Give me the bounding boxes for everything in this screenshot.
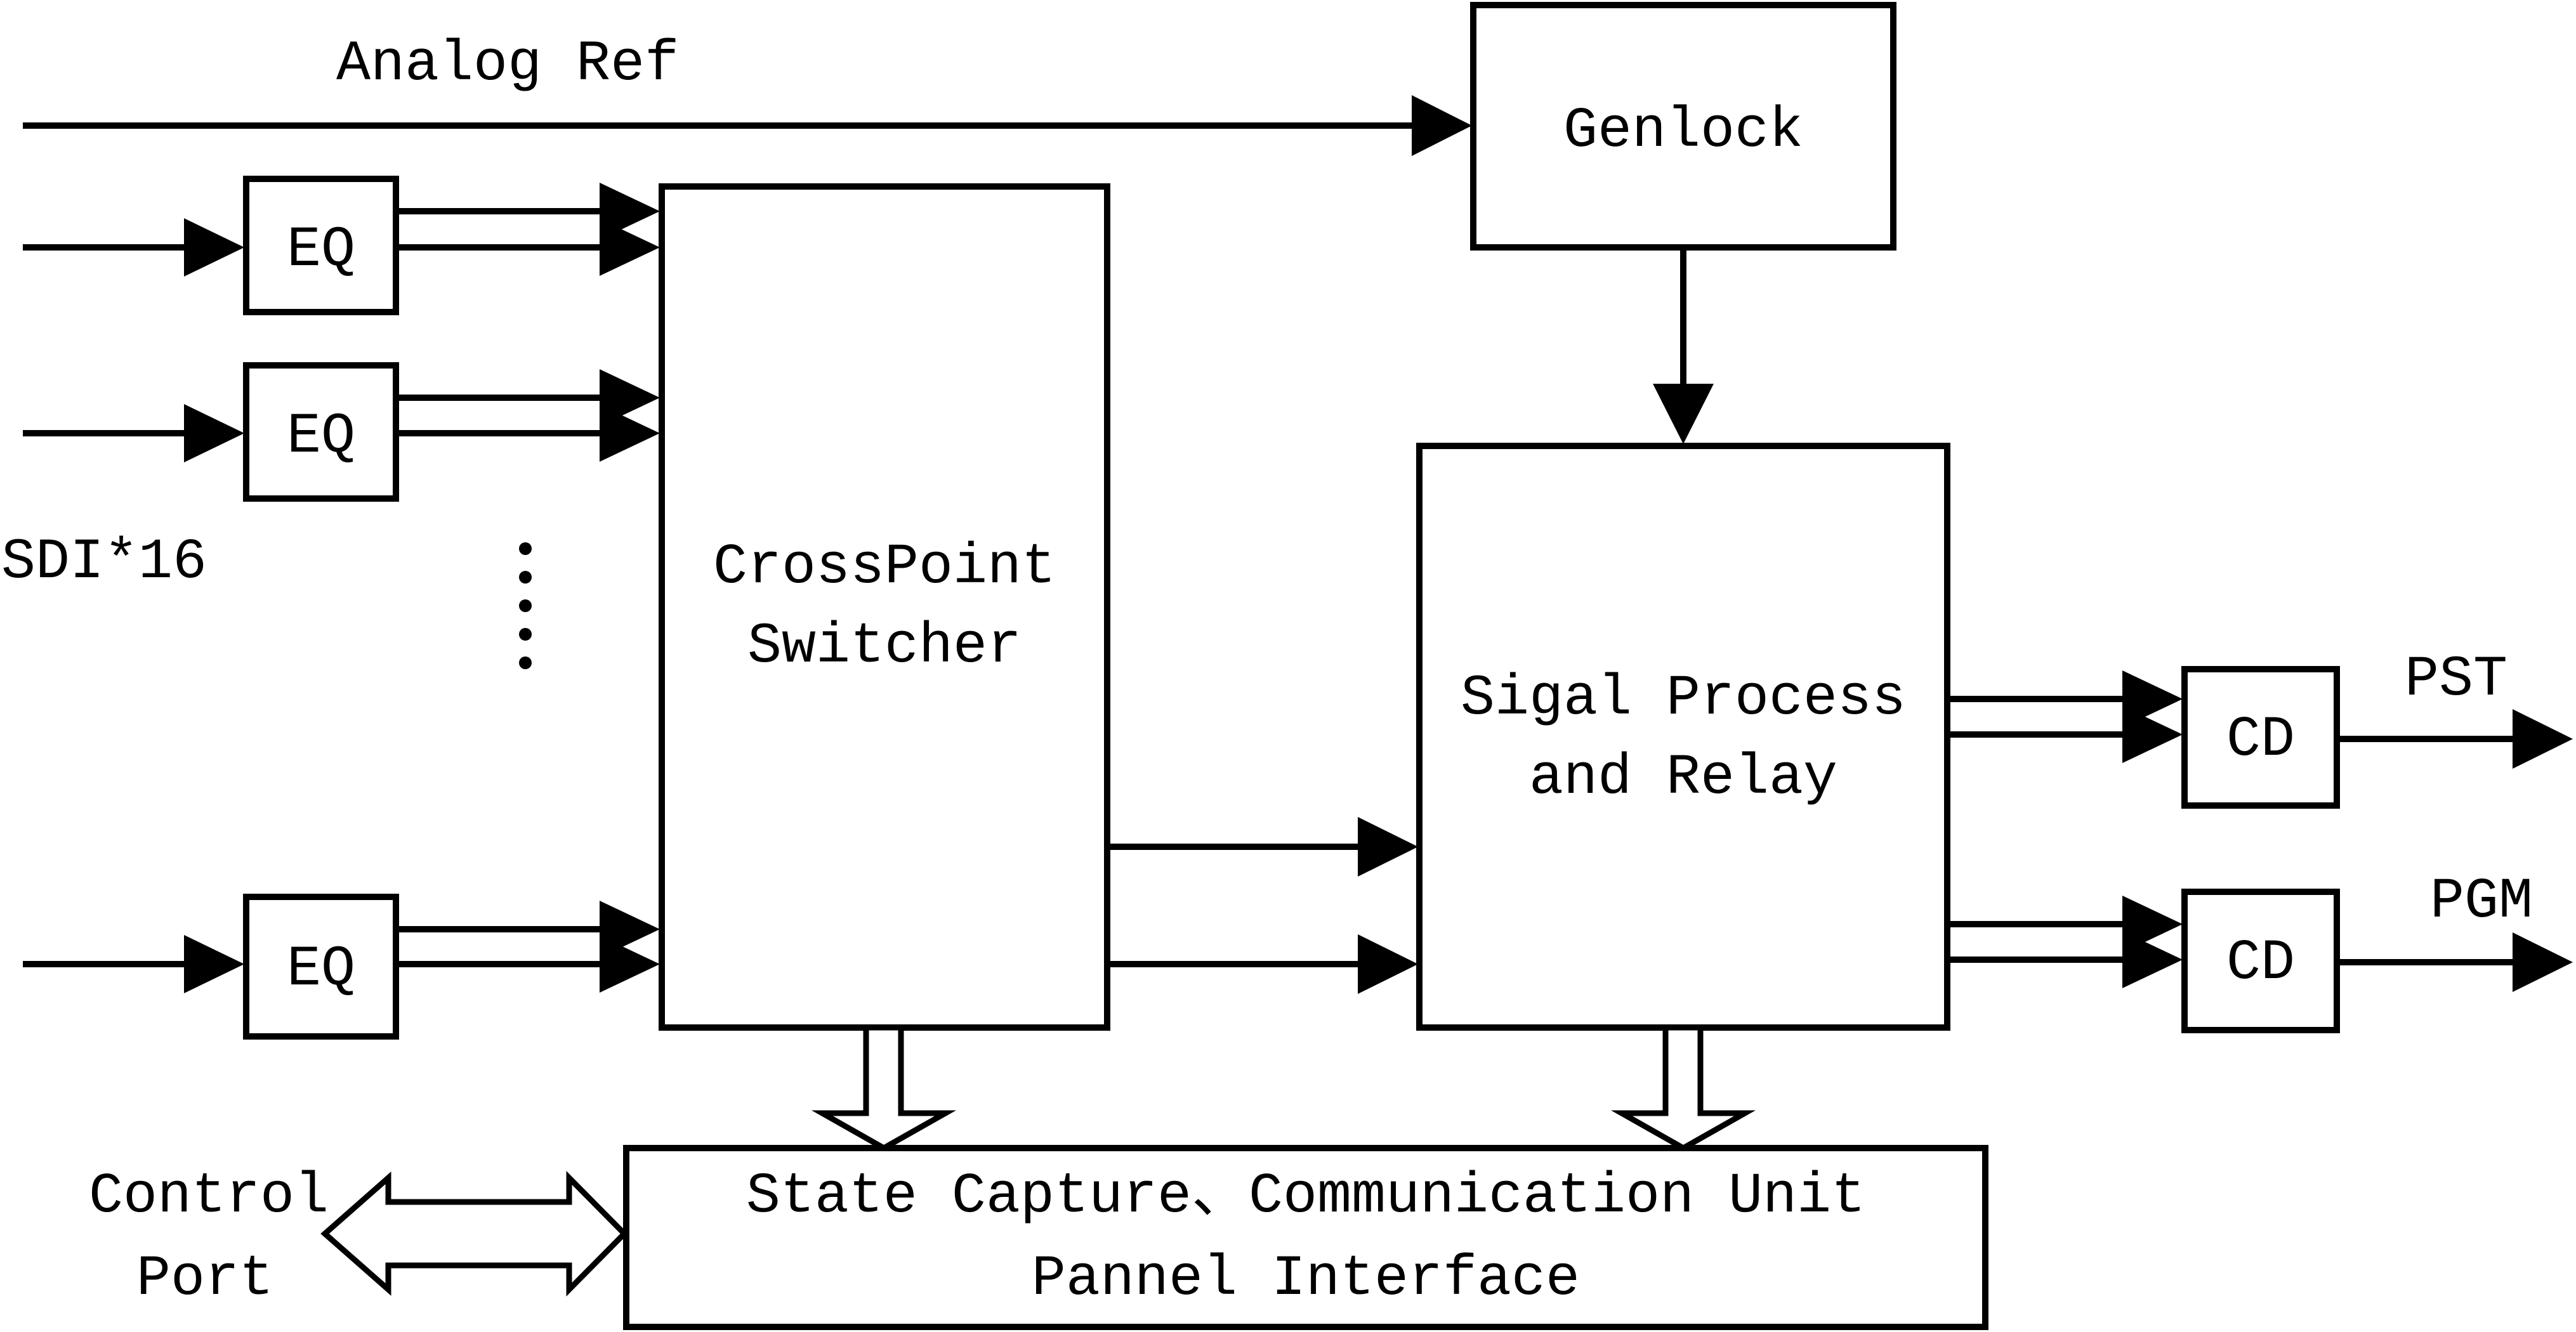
eq1-out-arrowhead-a [600,183,660,240]
cd-label-pgm: CD [2226,931,2295,996]
eq-block-2 [243,362,399,502]
signal-to-cd1-arrowhead-b [2122,706,2183,763]
eq-block-3 [243,894,399,1040]
genlock-to-signal-arrowhead [1653,384,1714,444]
signal-process-label-line2: and Relay [1529,746,1837,811]
cd-block-pst [2181,666,2340,809]
signal-to-cd2-arrowhead-b [2122,931,2183,988]
eq1-out-arrowhead-b [600,219,660,276]
crosspoint-to-signal-arrowhead-b [1358,934,1418,994]
pgm-output-arrowhead [2513,932,2573,992]
crosspoint-to-state-hollow-arrow [811,1024,957,1152]
eq3-out-arrowhead-b [600,936,660,993]
crosspoint-label-line1: CrossPoint [713,535,1056,600]
sdi-label: SDI*16 [1,530,207,595]
eq-label-3: EQ [287,937,355,1002]
analog-ref-arrowhead [1412,95,1472,156]
eq2-out-arrowhead-b [600,405,660,462]
sdi-input-arrowhead-1 [184,218,244,277]
crosspoint-switcher-block [659,183,1110,1031]
analog-ref-label: Analog Ref [336,32,679,97]
control-port-double-arrow [320,1171,629,1296]
cd-label-pst: CD [2226,708,2295,773]
state-capture-label-line2: Pannel Interface [1032,1247,1580,1312]
eq-label-1: EQ [287,218,355,283]
crosspoint-to-signal-arrowhead-a [1358,817,1418,877]
state-capture-block [623,1145,1988,1330]
eq-label-2: EQ [287,405,355,469]
signal-process-label-line1: Sigal Process [1461,667,1906,731]
sdi-input-arrowhead-3 [184,935,244,993]
eq-block-1 [243,176,399,315]
control-port-label-line2: Port [136,1247,273,1312]
genlock-label: Genlock [1563,99,1803,164]
signal-process-block [1416,443,1950,1031]
control-port-label-line1: Control [89,1165,329,1229]
pgm-label: PGM [2430,870,2533,934]
sdi-input-arrowhead-2 [184,404,244,462]
cd-block-pgm [2181,889,2340,1033]
pst-output-arrowhead [2513,709,2573,769]
crosspoint-label-line2: Switcher [747,615,1022,679]
state-capture-label-line1: State Capture、Communication Unit [746,1165,1865,1229]
ellipsis-dots [519,542,532,669]
pst-label: PST [2405,648,2507,712]
signal-to-state-hollow-arrow [1610,1024,1756,1152]
